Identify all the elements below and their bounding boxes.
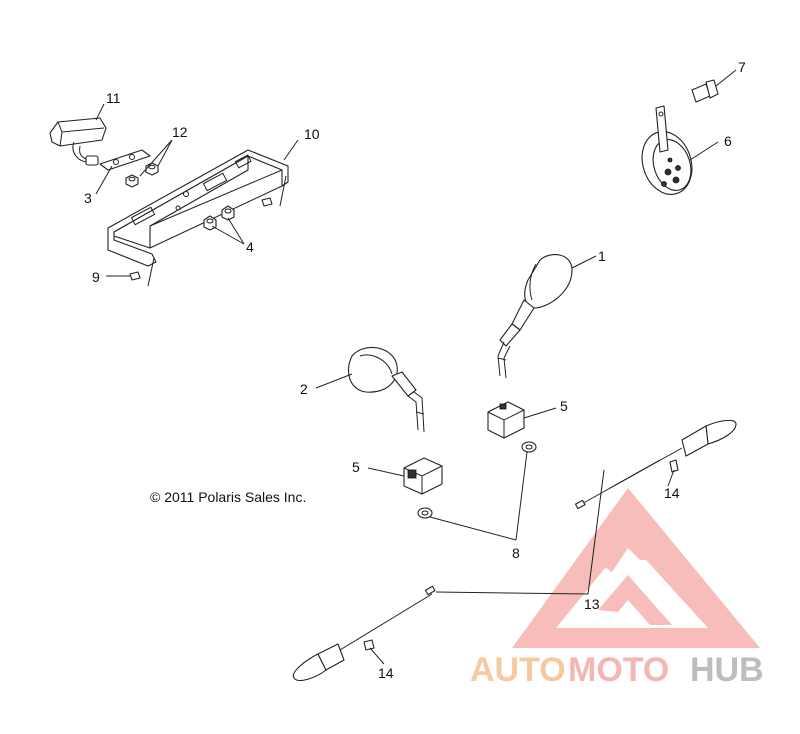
left-mirror	[348, 346, 425, 433]
turn-signal-left	[292, 585, 436, 681]
callout-14-right: 14	[664, 485, 680, 501]
watermark-logo	[512, 488, 760, 648]
watermark-text-moto: MOTO	[568, 651, 669, 689]
callout-4: 4	[246, 239, 254, 255]
washers	[417, 441, 537, 519]
callout-7: 7	[738, 59, 746, 75]
callout-2: 2	[300, 381, 308, 397]
watermark-inner-chevron	[598, 575, 672, 625]
callout-13: 13	[584, 596, 600, 612]
callout-11: 11	[106, 90, 121, 106]
bracket-nuts	[203, 205, 235, 231]
copyright-notice: © 2011 Polaris Sales Inc.	[150, 489, 306, 505]
plate-light-base	[99, 149, 151, 171]
callout-labels: 11 12 10 3 4 9 7 6 1 2 5 5 14 8 13 14	[84, 59, 746, 681]
horn	[641, 105, 693, 195]
license-plate-bracket	[107, 149, 289, 287]
callout-12: 12	[172, 124, 188, 140]
callout-3: 3	[84, 190, 92, 206]
callout-8: 8	[512, 545, 520, 561]
horn-bolt	[691, 79, 719, 103]
switch-housing-right	[487, 401, 525, 439]
watermark-text: AUTO MOTO HUB	[470, 651, 764, 689]
watermark-text-hub: HUB	[690, 651, 764, 689]
bracket-screws	[129, 197, 273, 281]
license-plate-light	[49, 117, 107, 166]
turn-signal-right	[574, 419, 737, 510]
watermark-inner-shape	[595, 520, 662, 572]
right-mirror	[497, 254, 573, 379]
watermark-triangle	[512, 488, 760, 648]
callout-5-right: 5	[560, 398, 568, 414]
callout-9: 9	[92, 269, 100, 285]
leader-lines	[95, 69, 737, 665]
callout-10: 10	[304, 126, 320, 142]
callout-6: 6	[724, 133, 732, 149]
callout-14-left: 14	[378, 665, 394, 681]
switch-housing-left	[403, 457, 443, 495]
small-fasteners	[363, 459, 679, 651]
nut-pair	[125, 162, 159, 188]
callout-1: 1	[598, 248, 606, 264]
watermark-text-auto: AUTO	[470, 651, 566, 689]
callout-5-left: 5	[352, 459, 360, 475]
